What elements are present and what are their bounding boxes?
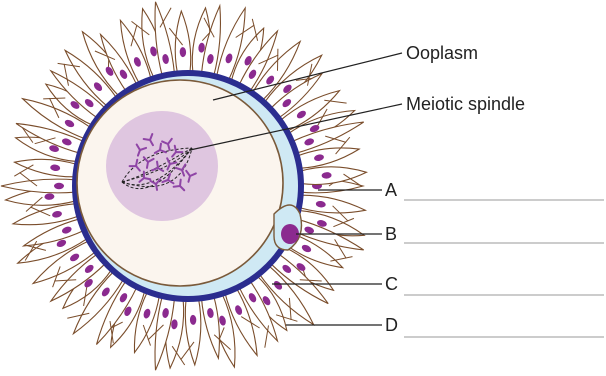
cell-nucleus (54, 183, 64, 189)
label-meiotic-spindle: Meiotic spindle (406, 94, 525, 114)
corona-cell (300, 167, 367, 185)
corona-cell (175, 11, 190, 73)
corona-cell (297, 148, 359, 168)
label-d: D (385, 315, 398, 335)
corona-cell (1, 179, 75, 193)
corona-cell (299, 195, 365, 213)
corona-cell (15, 159, 78, 176)
answer-lines (404, 200, 604, 337)
label-ooplasm: Ooplasm (406, 43, 478, 63)
corona-cell (185, 299, 201, 365)
nucleus-region (106, 111, 218, 221)
label-c: C (385, 274, 398, 294)
label-a: A (385, 180, 397, 200)
label-b: B (385, 224, 397, 244)
